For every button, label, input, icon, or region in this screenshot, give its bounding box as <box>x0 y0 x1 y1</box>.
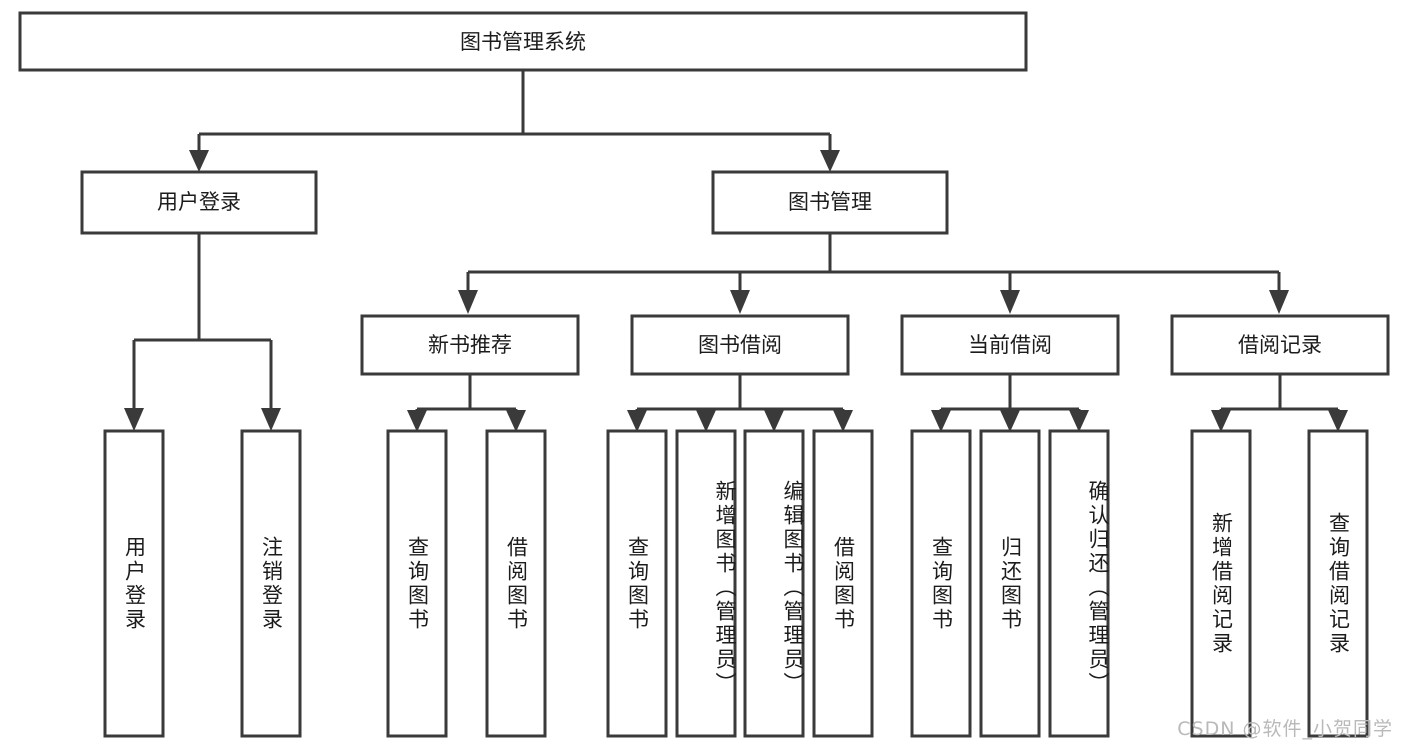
arrowhead-book-borrow-leaf2 <box>696 410 716 432</box>
node-book-manage-box[interactable] <box>711 170 949 235</box>
node-borrow-record-box[interactable] <box>1170 314 1390 376</box>
arrowhead-book-manage <box>820 150 840 172</box>
leaf-box-book-borrow-2[interactable] <box>675 429 737 738</box>
arrowhead-borrow-record <box>1269 290 1289 314</box>
node-new-book-recommend[interactable]: 新书推荐 <box>360 314 580 376</box>
arrowhead-new-book-leaf1 <box>407 410 427 432</box>
leaf-box-book-borrow-4[interactable] <box>812 429 874 738</box>
arrowhead-user-login-leaf2 <box>261 408 281 431</box>
node-borrow-record[interactable]: 借阅记录 <box>1170 314 1390 376</box>
node-book-borrow-label: 图书借阅 <box>698 333 782 357</box>
leaf-box-current-borrow-3[interactable] <box>1048 429 1110 738</box>
node-root-box[interactable] <box>18 11 1028 72</box>
leaf-box-borrow-record-2[interactable] <box>1307 429 1369 738</box>
node-user-login[interactable]: 用户登录 <box>80 170 318 235</box>
arrowhead-new-book-leaf2 <box>506 410 526 432</box>
arrowhead-user-login <box>189 150 209 172</box>
arrowhead-user-login-leaf1 <box>124 408 144 431</box>
leaf-box-user-login-2[interactable] <box>240 429 302 738</box>
node-borrow-record-label: 借阅记录 <box>1238 333 1322 357</box>
node-book-manage[interactable]: 图书管理 <box>711 170 949 235</box>
arrowhead-current-borrow-leaf3 <box>1069 410 1089 432</box>
node-root-label: 图书管理系统 <box>460 30 586 54</box>
node-current-borrow-box[interactable] <box>900 314 1120 376</box>
arrowhead-book-borrow <box>730 290 750 314</box>
node-new-book-recommend-label: 新书推荐 <box>428 333 512 357</box>
arrowhead-borrow-record-leaf1 <box>1211 410 1231 432</box>
csdn-watermark: CSDN @软件_小贺同学 <box>1177 718 1393 740</box>
leaf-box-current-borrow-1[interactable] <box>910 429 972 738</box>
arrowhead-current-borrow-leaf2 <box>1000 410 1020 432</box>
node-current-borrow[interactable]: 当前借阅 <box>900 314 1120 376</box>
node-new-book-recommend-box[interactable] <box>360 314 580 376</box>
leaf-box-new-book-1[interactable] <box>386 429 448 738</box>
node-book-manage-label: 图书管理 <box>788 190 872 214</box>
arrowhead-borrow-record-leaf2 <box>1328 410 1348 432</box>
leaf-box-book-borrow-1[interactable] <box>606 429 668 738</box>
leaf-box-new-book-2[interactable] <box>485 429 547 738</box>
arrowhead-new-book <box>458 290 478 314</box>
leaf-box-book-borrow-3[interactable] <box>743 429 805 738</box>
node-current-borrow-label: 当前借阅 <box>968 333 1052 357</box>
arrowhead-current-borrow-leaf1 <box>931 410 951 432</box>
arrowhead-current-borrow <box>1000 290 1020 314</box>
node-root[interactable]: 图书管理系统 <box>18 11 1028 72</box>
arrowhead-book-borrow-leaf1 <box>627 410 647 432</box>
leaf-box-user-login-1[interactable] <box>103 429 165 738</box>
leaf-box-current-borrow-2[interactable] <box>979 429 1041 738</box>
node-book-borrow-box[interactable] <box>630 314 850 376</box>
arrowhead-book-borrow-leaf3 <box>764 410 784 432</box>
node-user-login-label: 用户登录 <box>157 190 241 214</box>
arrowhead-book-borrow-leaf4 <box>833 410 853 432</box>
node-book-borrow[interactable]: 图书借阅 <box>630 314 850 376</box>
leaf-box-borrow-record-1[interactable] <box>1190 429 1252 738</box>
